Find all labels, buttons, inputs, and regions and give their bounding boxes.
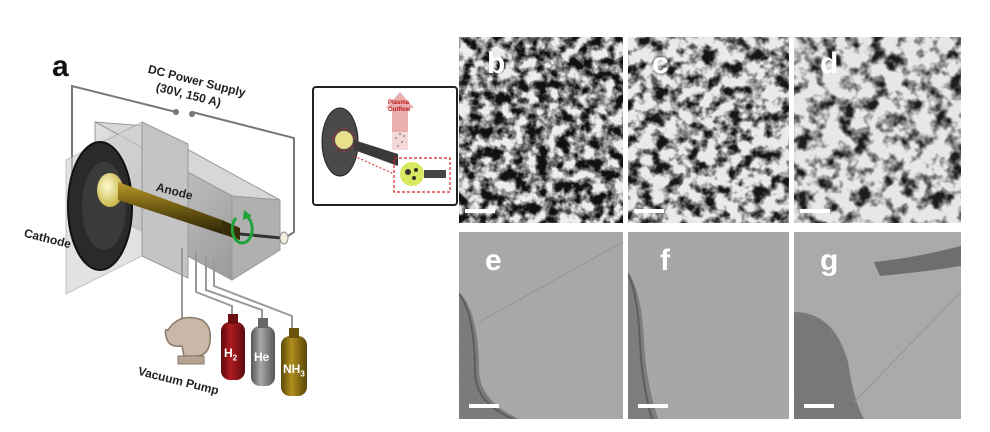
nh3-label-sub: 3 [300,369,305,379]
plasma-inset: Plasma Outflow [312,86,458,206]
nh3-label: NH3 [283,362,305,378]
tem-panel-f: f [628,232,789,419]
scale-bar [465,209,495,213]
sem-panel-c: c [628,37,789,223]
tem-panel-g: g [794,232,961,419]
rotation-arrow-icon [230,214,254,245]
electrode-tip [97,173,123,207]
scale-bar [638,404,668,408]
panel-letter-f: f [660,244,670,277]
he-tank-icon [251,318,275,386]
sem-texture-b [459,37,623,223]
nh3-tank-icon [281,328,307,396]
plasma-inset-drawing [321,92,451,193]
panel-letter-a: a [52,50,69,83]
vacuum-pump-icon [164,316,212,365]
panel-letter-c: c [652,47,669,80]
scale-bar [804,404,834,408]
sem-panel-b: b [459,37,623,223]
panel-letter-d: d [820,47,839,80]
h2-label: H2 [224,346,237,362]
sem-texture-c [628,37,789,223]
plasma-label-line1: Plasma [388,100,410,106]
plasma-label-line2: Outflow [388,107,411,113]
h2-tank-icon [221,314,245,380]
tem-texture-g [794,232,961,419]
he-label: He [254,350,270,364]
panel-letter-b: b [487,47,506,80]
arc-discharge-apparatus [65,84,307,396]
sem-panel-d: d [794,37,961,223]
panel-letter-g: g [820,244,839,277]
h2-label-sub: 2 [232,353,238,363]
power-wire-left [71,84,177,176]
power-wire-right [191,111,295,239]
nh3-label-main: NH [283,362,301,376]
tem-panel-e: e [459,232,623,419]
tem-texture-f [628,232,789,419]
panel-letter-e: e [485,244,502,277]
anode-rod [118,182,222,234]
scale-bar [800,209,830,213]
scale-bar [469,404,499,408]
scale-bar [634,209,664,213]
sem-texture-d [794,37,961,223]
tem-texture-e [459,232,623,419]
h2-label-main: H [224,346,233,360]
